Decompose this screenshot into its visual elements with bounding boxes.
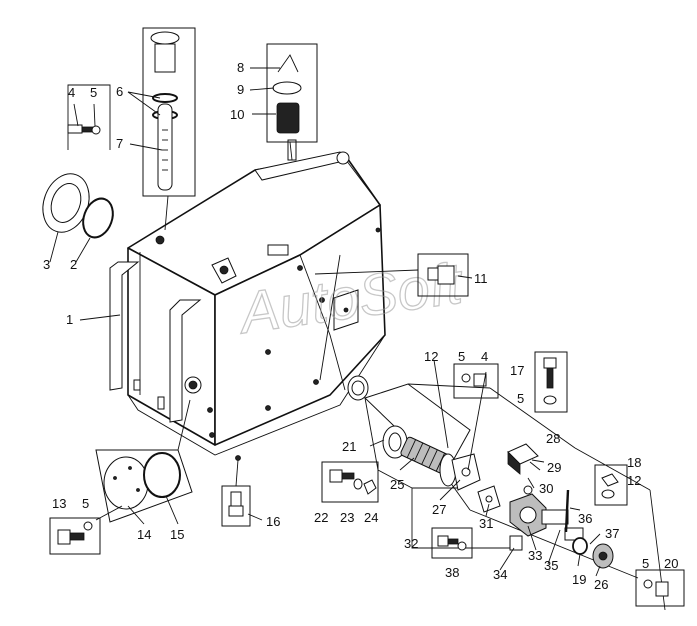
- callout-21: 21: [342, 439, 356, 454]
- callout-25: 25: [390, 477, 404, 492]
- callout-9: 9: [237, 82, 244, 97]
- plug-assembly-11: [314, 253, 469, 297]
- callout-34: 34: [493, 567, 507, 582]
- outlet-assembly: [321, 351, 685, 611]
- callout-4b: 4: [481, 349, 488, 364]
- callout-10: 10: [230, 107, 244, 122]
- callout-5b: 5: [458, 349, 465, 364]
- callout-38: 38: [445, 565, 459, 580]
- callout-18: 18: [627, 455, 641, 470]
- callout-5a: 5: [90, 85, 97, 100]
- callout-12b: 12: [627, 473, 641, 488]
- callout-35: 35: [544, 558, 558, 573]
- filler-pipe-assembly: [142, 27, 196, 231]
- leader-lines: [49, 67, 601, 577]
- callout-28: 28: [546, 431, 560, 446]
- callout-5d: 5: [642, 556, 649, 571]
- callout-24: 24: [364, 510, 378, 525]
- callout-20: 20: [664, 556, 678, 571]
- fuel-tank: [109, 139, 386, 461]
- callout-4a: 4: [68, 85, 75, 100]
- callout-16: 16: [266, 514, 280, 529]
- callout-30: 30: [539, 481, 553, 496]
- callout-15: 15: [170, 527, 184, 542]
- callout-37: 37: [605, 526, 619, 541]
- callout-11: 11: [474, 271, 488, 286]
- callout-32: 32: [404, 536, 418, 551]
- callout-26: 26: [594, 577, 608, 592]
- callout-2: 2: [70, 257, 77, 272]
- callout-27: 27: [432, 502, 446, 517]
- drain-plug-assembly-16: [221, 459, 251, 527]
- callout-36: 36: [578, 511, 592, 526]
- callout-5e: 5: [82, 496, 89, 511]
- callout-5c: 5: [517, 391, 524, 406]
- callout-13: 13: [52, 496, 66, 511]
- callout-17: 17: [510, 363, 524, 378]
- callout-14: 14: [137, 527, 151, 542]
- callout-22: 22: [314, 510, 328, 525]
- callout-8: 8: [237, 60, 244, 75]
- callout-3: 3: [43, 257, 50, 272]
- callout-29: 29: [547, 460, 561, 475]
- callout-labels: 1 2 3 4 5 6 7 8 9 10 11 12 5 4 17 5 28 2…: [43, 60, 678, 592]
- callout-23: 23: [340, 510, 354, 525]
- flange-cover-assembly: [42, 84, 114, 239]
- callout-19: 19: [572, 572, 586, 587]
- callout-7: 7: [116, 136, 123, 151]
- rear-cover-assembly: [49, 399, 193, 555]
- callout-1: 1: [66, 312, 73, 327]
- callout-31: 31: [479, 516, 493, 531]
- callout-12a: 12: [424, 349, 438, 364]
- callout-33: 33: [528, 548, 542, 563]
- strainer-assembly: [266, 43, 318, 161]
- callout-6: 6: [116, 84, 123, 99]
